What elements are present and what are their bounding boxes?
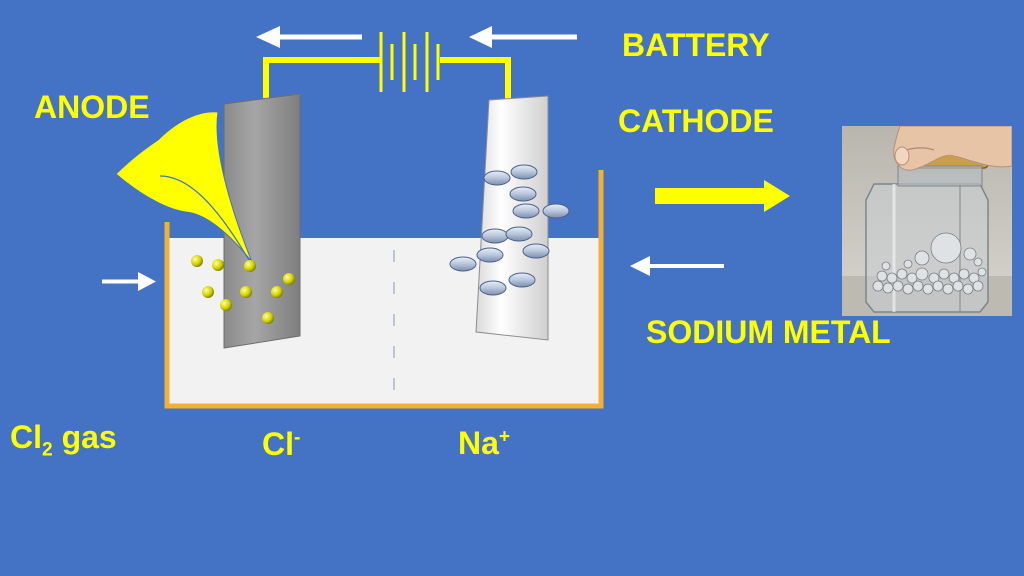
anode-callout — [115, 111, 253, 263]
battery-label: BATTERY — [622, 27, 770, 63]
cathode-electrode — [475, 95, 549, 341]
chloride-charge: - — [294, 427, 301, 449]
sodium-droplets — [449, 164, 570, 296]
electron-flow-arrow-right — [469, 26, 577, 48]
chlorine-gas-subscript: 2 — [42, 439, 53, 461]
product-arrow — [655, 180, 790, 212]
sodium-symbol: Na — [458, 425, 499, 461]
sodium-ion-label: Na+ — [458, 425, 510, 462]
chloride-symbol: Cl — [262, 426, 294, 462]
chloride-ion-label: Cl- — [262, 426, 300, 463]
anode-label: ANODE — [34, 89, 150, 125]
cathode-wire — [440, 57, 511, 100]
electron-flow-arrow-left — [256, 26, 362, 48]
chlorine-bubbles — [191, 255, 295, 324]
sodium-metal-label: SODIUM METAL — [646, 314, 891, 350]
cathode-label: CATHODE — [618, 103, 774, 139]
battery-symbol — [379, 32, 440, 92]
sodium-jar-photo — [842, 126, 1012, 316]
sodium-charge: + — [498, 426, 511, 448]
cathode-side-arrow — [630, 256, 724, 276]
anode-side-arrow — [102, 272, 156, 291]
chlorine-gas-symbol: Cl — [10, 419, 42, 455]
anode-electrode — [223, 93, 301, 349]
chlorine-gas-word: gas — [52, 419, 117, 455]
electrolysis-tank — [164, 170, 604, 409]
anode-wire — [263, 57, 380, 98]
chlorine-gas-label: Cl2 gas — [10, 419, 117, 461]
